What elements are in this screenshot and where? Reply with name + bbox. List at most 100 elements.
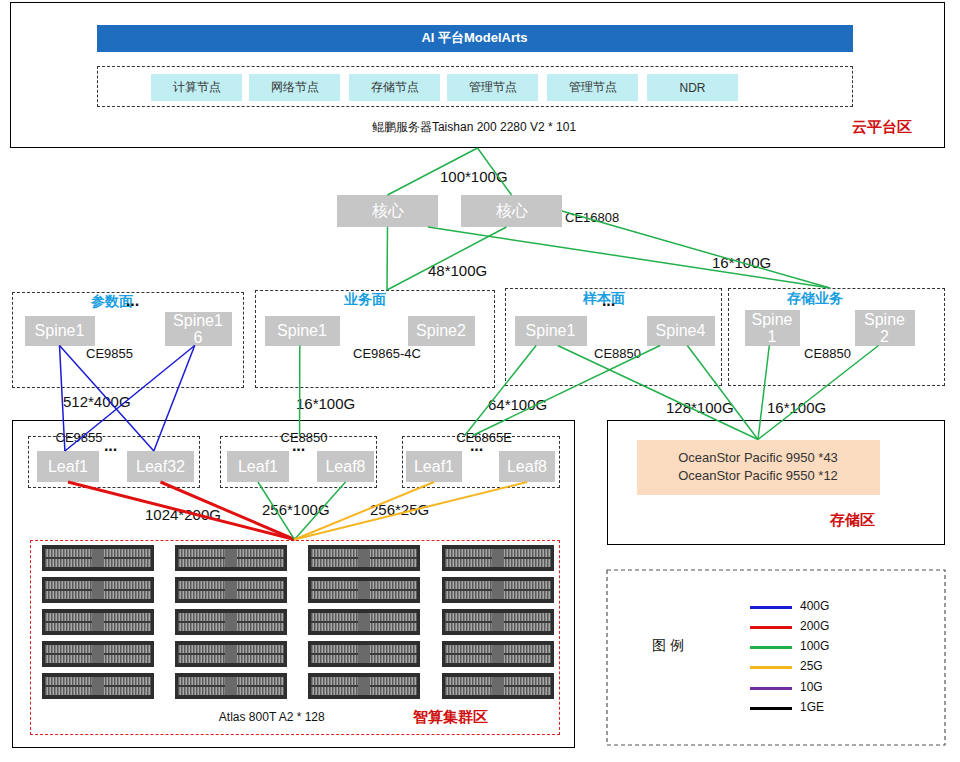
platform-bar: AI 平台ModelArts <box>97 25 853 52</box>
annotation-label: 图 例 <box>652 637 684 655</box>
server-rack-group <box>42 545 554 699</box>
link-line <box>473 346 660 436</box>
server-icon <box>308 641 420 667</box>
server-icon <box>308 609 420 635</box>
annotation-label: 512*400G <box>63 393 131 410</box>
node-text: CE6865E <box>444 430 524 445</box>
plane-group: 存储业务 CE8850Spine1 Spine2 <box>728 288 945 386</box>
annotation-label: CE16808 <box>565 210 619 225</box>
node-box: 管理节点 <box>447 74 538 101</box>
server-icon <box>175 609 287 635</box>
node-text: 核心 <box>372 201 404 222</box>
link-line <box>65 346 195 452</box>
annotation-label: 16*100G <box>767 399 826 416</box>
link-line <box>465 346 536 436</box>
legend-frame <box>607 570 945 745</box>
node-box: 网络节点 <box>249 74 340 101</box>
node-group: 鲲鹏服务器Taishan 200 2280 V2 * 101计算节点网络节点存储… <box>97 66 853 107</box>
server-icon <box>175 673 287 699</box>
node-text: 云平台区 <box>842 118 922 137</box>
link-line <box>758 346 769 440</box>
annotation-label: 1024*200G <box>145 506 221 523</box>
zone-box: 存储区 OceanStor Pacific 9950 *43OceanStor P… <box>607 420 945 545</box>
node-text: NDR <box>680 81 706 95</box>
server-icon <box>175 641 287 667</box>
server-icon <box>42 673 154 699</box>
legend-text: 100G <box>800 639 829 653</box>
link-line <box>295 482 435 540</box>
server-icon <box>308 673 420 699</box>
server-icon <box>42 577 154 603</box>
node-text: CE9865-4C <box>330 346 445 361</box>
node-text: OceanStor Pacific 9550 *12 <box>678 467 838 485</box>
plane-group: 业务面CE9865-4CSpine1Spine2 <box>255 290 495 388</box>
spine-switch: Spine1 <box>265 316 340 346</box>
server-cluster: Atlas 800T A2 * 128 <box>30 540 560 735</box>
annotation-label: ··· <box>602 296 615 314</box>
link-line <box>154 346 195 452</box>
annotation-label: 256*25G <box>370 501 429 518</box>
legend-swatch <box>750 646 792 649</box>
server-icon <box>442 545 554 571</box>
node-text: AI 平台ModelArts <box>421 29 527 47</box>
server-icon <box>42 609 154 635</box>
link-line <box>299 346 301 436</box>
annotation-label: ··· <box>126 296 139 314</box>
zone-box: 云平台区AI 平台ModelArts鲲鹏服务器Taishan 200 2280 … <box>10 2 945 148</box>
server-icon <box>442 673 554 699</box>
annotation-label: 128*100G <box>666 399 734 416</box>
server-icon <box>42 545 154 571</box>
node-text: CE9855 <box>70 346 150 361</box>
link-line <box>428 227 830 288</box>
node-text: 存储区 <box>818 511 888 530</box>
node-text: Leaf32 <box>136 458 185 476</box>
legend-swatch <box>750 687 792 690</box>
legend-text: 10G <box>800 680 823 694</box>
spine-switch: Spine1 <box>515 316 587 346</box>
node-text: Spine16 <box>171 312 226 346</box>
server-icon <box>308 577 420 603</box>
node-text: CE8850 <box>788 346 868 361</box>
leaf-switch: Leaf1 <box>227 451 289 482</box>
link-line <box>161 482 295 540</box>
annotation-label: 256*100G <box>262 501 330 518</box>
node-text: 管理节点 <box>569 79 617 96</box>
annotation-label: ··· <box>104 441 117 459</box>
spine-switch: Spine1 <box>25 316 95 346</box>
spine-switch: Spine2 <box>408 316 475 346</box>
link-line <box>295 482 528 540</box>
legend-text: 400G <box>800 599 829 613</box>
node-text: Leaf1 <box>414 458 454 476</box>
node-text: Spine2 <box>416 322 466 340</box>
leaf-switch: Leaf32 <box>127 451 194 482</box>
legend-text: 1GE <box>800 700 824 714</box>
link-line <box>758 346 879 440</box>
link-line <box>295 482 346 540</box>
node-box: 存储节点 <box>349 74 440 101</box>
link-line <box>558 346 758 440</box>
node-text: 计算节点 <box>173 79 221 96</box>
link-line <box>478 148 512 195</box>
node-text: 存储业务 <box>770 290 860 308</box>
spine-switch: Spine16 <box>165 312 232 346</box>
node-text: Atlas 800T A2 * 128 <box>194 710 349 724</box>
server-icon <box>308 545 420 571</box>
annotation-label: 48*100G <box>428 262 487 279</box>
link-line <box>388 148 478 195</box>
annotation-label: 16*100G <box>296 395 355 412</box>
leaf-switch: Leaf1 <box>37 451 99 482</box>
node-text: Leaf8 <box>325 458 365 476</box>
node-text: 核心 <box>496 201 528 222</box>
link-line <box>60 346 65 452</box>
leaf-switch: Leaf1 <box>406 451 462 482</box>
zone-box: 智算集群区CE9855Leaf1Leaf32CE8850Leaf1Leaf8CE… <box>12 420 575 748</box>
link-line <box>387 227 506 290</box>
annotation-label: 100*100G <box>440 168 508 185</box>
spine-switch: Spine1 <box>745 310 800 346</box>
node-text: Spine1 <box>751 311 794 345</box>
legend-swatch <box>750 606 792 609</box>
spine-switch: Spine2 <box>855 310 915 346</box>
annotation-label: ··· <box>470 441 483 459</box>
storage-box: OceanStor Pacific 9950 *43OceanStor Paci… <box>637 440 880 495</box>
